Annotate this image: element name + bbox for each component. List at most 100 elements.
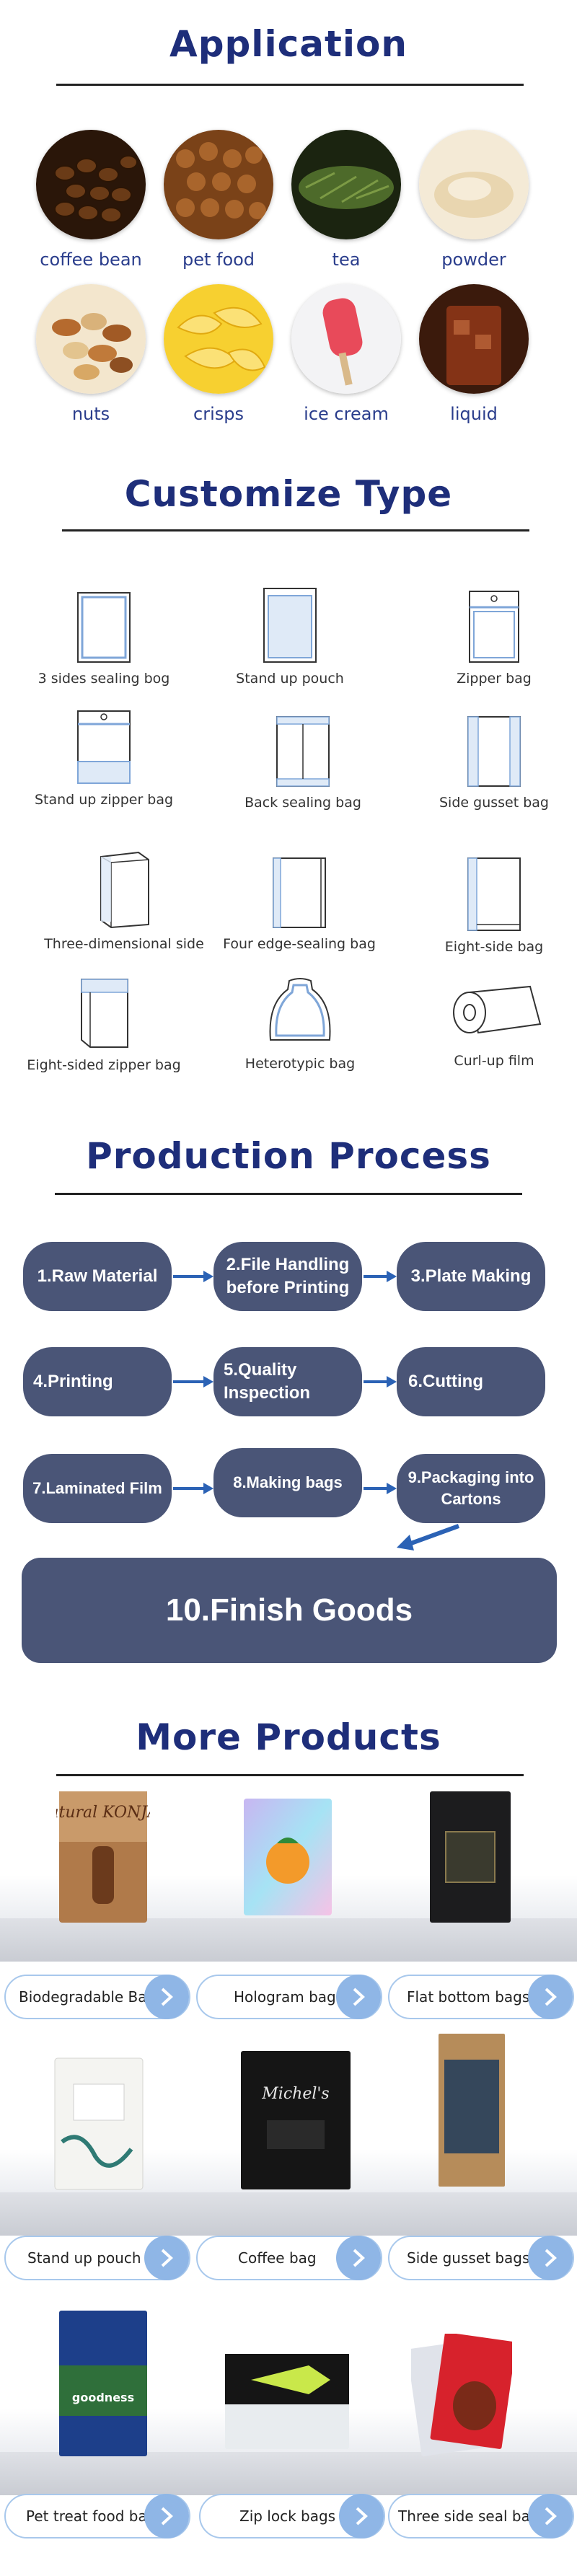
process-step: 4.Printing <box>23 1347 172 1416</box>
type-item[interactable]: Curl-up film <box>400 982 577 1069</box>
chevron-right-icon <box>528 2236 573 2280</box>
product-button-three-side-seal-bags[interactable]: Three side seal bags <box>388 2494 574 2538</box>
type-label: Heterotypic bag <box>245 1056 356 1072</box>
three-side-seal-bag-icon <box>77 592 131 663</box>
type-label: Eight-sided zipper bag <box>27 1057 181 1073</box>
product-button-pet-treat-food-bag[interactable]: Pet treat food bag <box>4 2494 190 2538</box>
type-item[interactable]: Eight-sided zipper bag <box>10 975 198 1073</box>
type-label: Curl-up film <box>454 1053 534 1069</box>
chevron-right-icon <box>336 1975 381 2019</box>
product-pack-text: goodness <box>72 2391 134 2404</box>
chevron-right-icon <box>144 1975 189 2019</box>
type-item[interactable]: 3 sides sealing bog <box>10 590 198 687</box>
production-process-title-rule <box>55 1193 522 1195</box>
type-item[interactable]: Stand up pouch <box>196 586 384 687</box>
product-flat-bottom-bag-image[interactable] <box>427 1788 514 1929</box>
application-item-tea[interactable]: tea <box>278 130 415 270</box>
product-button-side-gusset-bags[interactable]: Side gusset bags <box>388 2236 574 2280</box>
product-button-label: Side gusset bags <box>407 2249 530 2267</box>
chevron-right-icon <box>336 2236 381 2280</box>
application-label: coffee bean <box>40 250 142 270</box>
eight-sided-zipper-bag-icon <box>81 979 128 1048</box>
zipper-bag-icon <box>469 591 519 663</box>
powder-image <box>419 130 529 239</box>
ice-cream-image <box>291 284 401 394</box>
more-products-title-rule <box>56 1774 524 1776</box>
process-step: 7.Laminated Film <box>23 1454 172 1523</box>
type-label: Side gusset bag <box>439 795 549 811</box>
process-step: 8.Making bags <box>213 1448 362 1517</box>
four-edge-sealing-bag-icon <box>273 857 326 928</box>
product-stand-up-pouch-image[interactable] <box>52 2055 146 2196</box>
process-step: 1.Raw Material <box>23 1242 172 1311</box>
process-arrows <box>173 1271 460 1551</box>
process-step: 9.Packaging into Cartons <box>397 1454 545 1523</box>
product-button-coffee-bag[interactable]: Coffee bag <box>196 2236 382 2280</box>
chevron-right-icon <box>528 2494 573 2538</box>
side-gusset-bag-icon <box>467 716 521 787</box>
type-label: Stand up zipper bag <box>34 792 174 808</box>
product-side-gusset-bag-image[interactable] <box>436 2031 508 2193</box>
product-biodegradable-bag-image[interactable]: Natural KONJAC <box>35 1788 171 1929</box>
application-label: crisps <box>193 404 244 424</box>
process-step: 5.Quality Inspection <box>213 1347 362 1416</box>
type-label: Stand up pouch <box>236 671 344 687</box>
customize-type-title: Customize Type <box>124 473 453 515</box>
product-button-label: Three side seal bags <box>398 2507 547 2525</box>
application-item-crisps[interactable]: crisps <box>150 284 287 424</box>
customize-type-title-rule <box>62 529 529 531</box>
type-label: Zipper bag <box>457 671 532 687</box>
product-button-hologram-bag[interactable]: Hologram bag <box>196 1975 382 2019</box>
application-item-pet-food[interactable]: pet food <box>150 130 287 270</box>
finish-goods-banner: 10.Finish Goods <box>22 1558 557 1663</box>
product-pet-treat-food-bag-image[interactable]: goodness <box>56 2308 150 2463</box>
three-dimensional-bag-icon <box>100 851 149 929</box>
product-button-flat-bottom-bags[interactable]: Flat bottom bags <box>388 1975 574 2019</box>
application-item-coffee-bean[interactable]: coffee bean <box>22 130 159 270</box>
type-item[interactable]: Zipper bag <box>400 588 577 687</box>
type-item[interactable]: Back sealing bag <box>209 714 397 811</box>
application-title: Application <box>169 23 408 65</box>
product-button-zip-lock-bags[interactable]: Zip lock bags <box>199 2494 385 2538</box>
product-pack-text: Michel's <box>261 2085 329 2103</box>
back-sealing-bag-icon <box>276 716 330 787</box>
coffee-bean-image <box>36 130 146 239</box>
product-button-label: Biodegradable Bag <box>19 1988 157 2006</box>
more-products-title: More Products <box>136 1716 441 1758</box>
application-label: powder <box>441 250 506 270</box>
product-button-label: Hologram bag <box>234 1988 336 2006</box>
application-item-nuts[interactable]: nuts <box>22 284 159 424</box>
application-label: pet food <box>182 250 255 270</box>
type-item[interactable]: Heterotypic bag <box>206 975 394 1072</box>
type-label: Back sealing bag <box>245 795 361 811</box>
chevron-right-icon <box>144 2494 189 2538</box>
product-button-label: Coffee bag <box>238 2249 317 2267</box>
process-step: 3.Plate Making <box>397 1242 545 1311</box>
application-label: nuts <box>71 404 110 424</box>
product-hologram-bag-image[interactable] <box>241 1796 335 1922</box>
product-zip-lock-bag-image[interactable] <box>222 2351 352 2456</box>
product-three-side-seal-bag-image[interactable] <box>407 2332 516 2460</box>
application-label: liquid <box>450 404 498 424</box>
type-item[interactable]: Three-dimensional side <box>30 850 218 952</box>
chevron-right-icon <box>528 1975 573 2019</box>
crisps-image <box>164 284 273 394</box>
type-label: Four edge-sealing bag <box>223 936 376 952</box>
type-item[interactable]: Eight-side bag <box>400 855 577 955</box>
type-item[interactable]: Side gusset bag <box>400 714 577 811</box>
product-coffee-bag-image[interactable]: Michel's <box>238 2048 353 2196</box>
product-button-label: Zip lock bags <box>239 2507 336 2525</box>
product-button-biodegradable-bag[interactable]: Biodegradable Bag <box>4 1975 190 2019</box>
chevron-right-icon <box>144 2236 189 2280</box>
product-pack-text: Natural KONJAC <box>56 1804 150 1822</box>
product-button-label: Stand up pouch <box>27 2249 141 2267</box>
type-item[interactable]: Four edge-sealing bag <box>206 855 393 952</box>
product-button-label: Flat bottom bags <box>407 1988 530 2006</box>
chevron-right-icon <box>339 2494 384 2538</box>
application-item-powder[interactable]: powder <box>405 130 542 270</box>
type-label: Three-dimensional side <box>44 936 204 952</box>
application-item-ice-cream[interactable]: ice cream <box>278 284 415 424</box>
product-button-stand-up-pouch[interactable]: Stand up pouch <box>4 2236 190 2280</box>
type-item[interactable]: Stand up zipper bag <box>10 708 198 808</box>
application-item-liquid[interactable]: liquid <box>405 284 542 424</box>
